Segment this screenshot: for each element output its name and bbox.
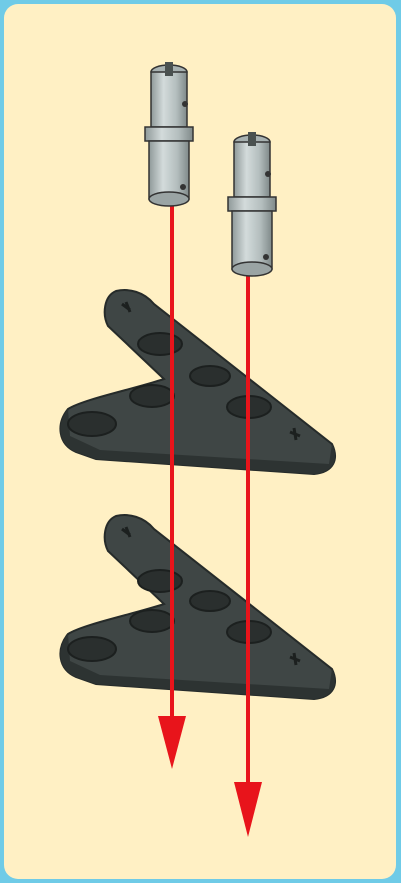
instruction-illustration (4, 4, 396, 879)
connector-pin-left (145, 62, 193, 206)
triangle-beam-lower (60, 515, 335, 699)
connector-pin-right (228, 132, 276, 276)
instruction-panel (4, 4, 396, 879)
triangle-beam-upper (60, 290, 335, 474)
guide-arrow-right (234, 274, 262, 837)
